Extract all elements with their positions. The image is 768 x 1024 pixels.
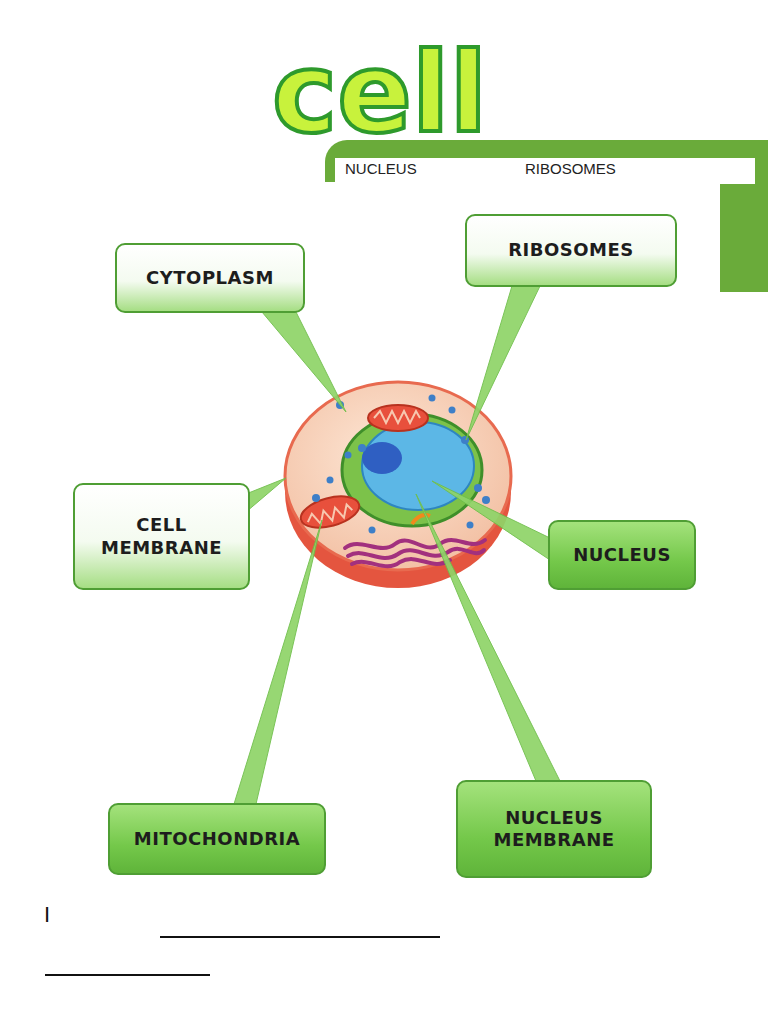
mitochondrion [368,405,428,431]
label-callout: NUCLEUS MEMBRANE [456,780,652,878]
label-callout: NUCLEUS [548,520,696,590]
word-bank: NUCLEUS RIBOSOMES [325,158,755,184]
label-callout: CYTOPLASM [115,243,305,313]
label-callout: RIBOSOMES [465,214,677,287]
callout-label: NUCLEUS [573,544,671,567]
callout-label: RIBOSOMES [508,239,634,262]
ribosome-dots [312,395,490,534]
endoplasmic-reticulum [345,540,485,566]
answer-line [45,974,210,976]
title: cell [272,38,487,148]
label-callout: MITOCHONDRIA [108,803,326,875]
label-callout: CELL MEMBRANE [73,483,250,590]
callout-label: NUCLEUS MEMBRANE [468,807,640,852]
mitochondrion [297,491,362,534]
callout-label: CELL MEMBRANE [85,514,238,559]
nucleolus [362,442,402,474]
callout-label: CYTOPLASM [146,267,274,290]
word-bank-term: NUCLEUS [345,160,417,177]
callout-label: MITOCHONDRIA [134,828,300,851]
answer-line [160,936,440,938]
answer-prompt: I [44,902,50,928]
callout-tails [234,286,560,804]
word-bank-term: RIBOSOMES [525,160,616,177]
picture-ground [45,182,720,880]
word-bank-strip [335,158,755,184]
nucleus-membrane-ring [342,414,482,526]
